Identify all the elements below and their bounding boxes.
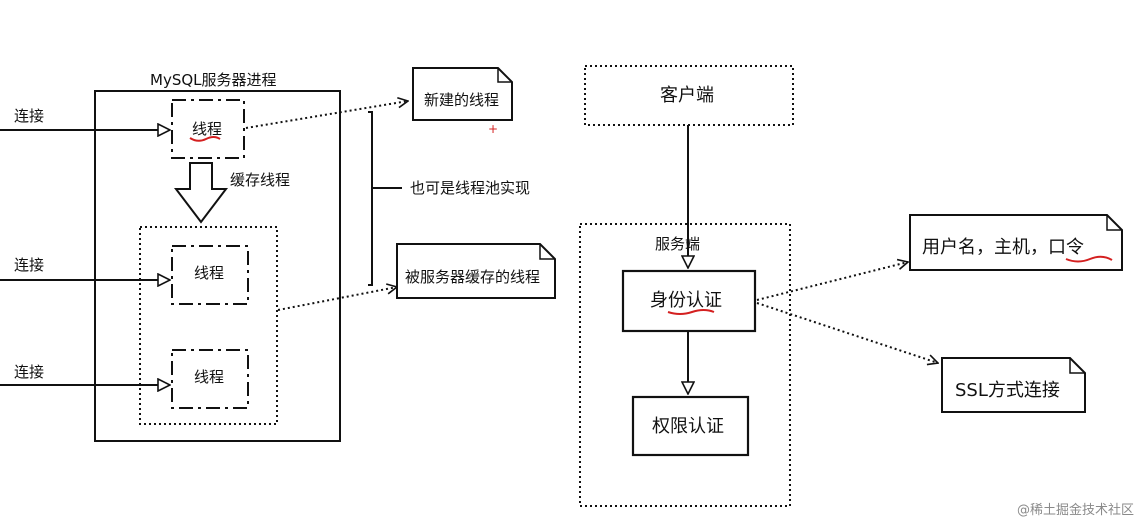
identity-auth-label: 身份认证 — [650, 290, 722, 311]
thread-pool-label: 也可是线程池实现 — [410, 179, 530, 197]
pointer-credentials — [756, 262, 908, 301]
client-label: 客户端 — [660, 85, 714, 106]
connection-label-3: 连接 — [14, 363, 44, 381]
server-title: 服务端 — [655, 235, 700, 253]
identity-underline — [667, 309, 715, 315]
permission-auth-box — [631, 395, 750, 457]
thread-box-cached-1 — [171, 245, 249, 305]
pointer-new-thread — [245, 101, 408, 129]
connection-label-2: 连接 — [14, 256, 44, 274]
note-ssl — [941, 357, 1086, 413]
note-fold — [539, 244, 555, 260]
note-new-thread — [412, 67, 513, 121]
note-new-thread-text: 新建的线程 — [424, 91, 499, 109]
pointer-ssl — [756, 302, 938, 363]
note-credentials-text: 用户名，主机，口令 — [922, 237, 1084, 258]
thread-label-cached-1: 线程 — [194, 264, 224, 282]
watermark: @稀土掘金技术社区 — [1016, 503, 1134, 518]
server-box — [579, 223, 791, 507]
mysql-process-title: MySQL服务器进程 — [150, 71, 277, 89]
pool-bracket — [368, 111, 373, 286]
note-ssl-text: SSL方式连接 — [955, 380, 1060, 401]
note-fold — [497, 68, 512, 83]
thread-cache-box — [139, 226, 278, 425]
cache-arrow-icon — [173, 162, 229, 224]
thread-box-cached-2 — [171, 349, 249, 409]
thread-label-new: 线程 — [192, 120, 222, 138]
connection-label-1: 连接 — [14, 107, 44, 125]
pointer-cached-thread — [277, 287, 397, 311]
note-credentials — [909, 214, 1123, 271]
note-cached-thread — [396, 243, 556, 299]
plus-mark: + — [488, 122, 498, 136]
permission-auth-label: 权限认证 — [652, 416, 724, 437]
note-cached-thread-text: 被服务器缓存的线程 — [405, 268, 540, 286]
mysql-process-box — [94, 90, 341, 442]
thread-box-new — [171, 99, 245, 159]
cache-thread-label: 缓存线程 — [230, 171, 290, 189]
thread-underline — [189, 136, 221, 142]
credentials-underline — [1065, 255, 1113, 263]
thread-label-cached-2: 线程 — [194, 368, 224, 386]
note-fold — [1106, 215, 1122, 231]
note-fold — [1069, 358, 1085, 374]
